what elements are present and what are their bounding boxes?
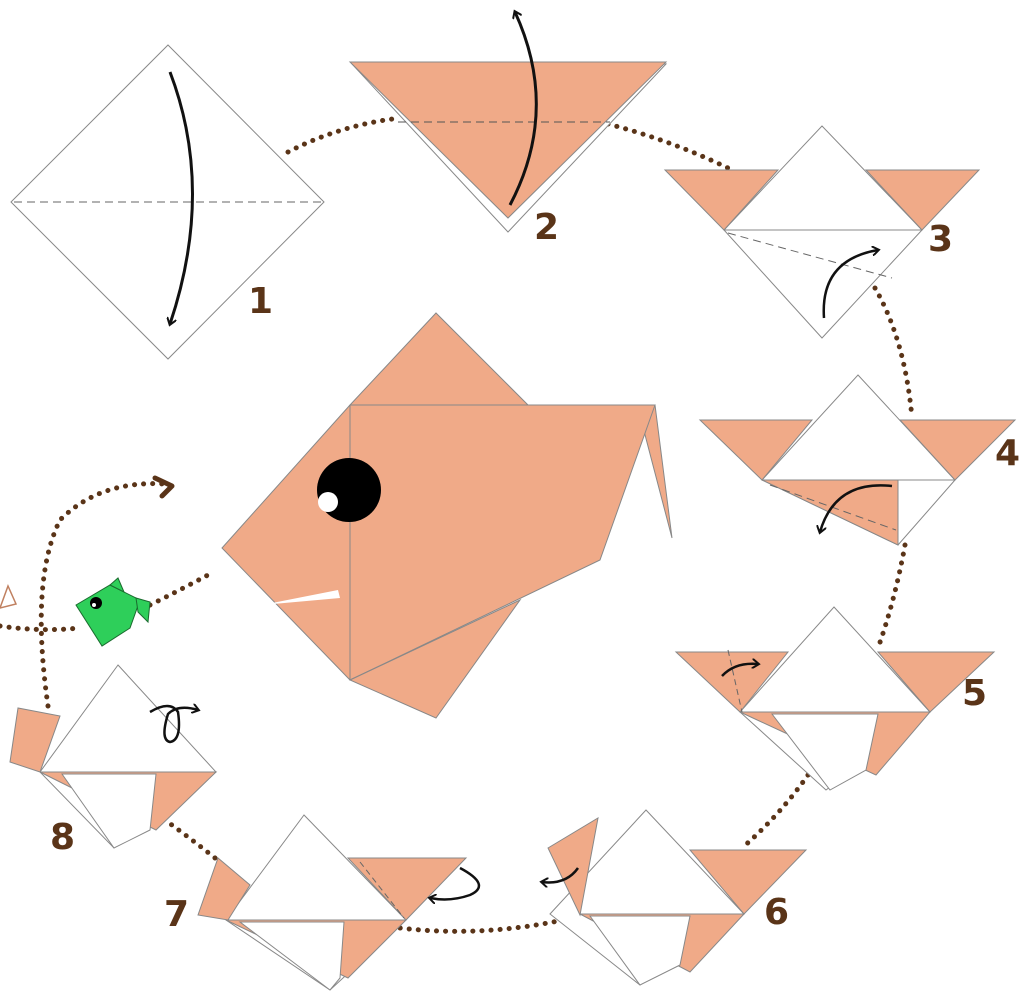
flip-over-loop-icon [149, 706, 198, 744]
dotted-connector-path [0, 115, 915, 934]
step-3-diagram [663, 125, 981, 339]
step-number-6: 6 [764, 892, 790, 933]
step-number-2: 2 [534, 207, 560, 248]
pointer-mark-icon [152, 475, 175, 499]
step-1-diagram [10, 44, 325, 360]
step-number-4: 4 [995, 433, 1019, 474]
fold-arrow-icon [820, 484, 893, 532]
step-number-1: 1 [248, 281, 274, 322]
step-6-diagram [542, 809, 808, 986]
fold-arrow-icon [542, 867, 580, 882]
finished-goldfish-model [221, 312, 673, 719]
step-7-diagram [197, 814, 481, 991]
fold-arrow-icon [721, 664, 758, 677]
partial-arrow-icon [0, 583, 18, 609]
small-green-fish-icon [75, 577, 151, 647]
step-5-diagram [674, 606, 996, 791]
fold-arrow-icon [430, 866, 481, 899]
fish-eye [317, 458, 381, 522]
fold-arrow-icon [508, 12, 538, 206]
fold-arrow-icon [170, 71, 194, 324]
fish-eye-highlight [318, 492, 338, 512]
fold-arrow-icon [822, 250, 878, 319]
step-2-diagram [348, 12, 668, 233]
step-8-diagram [9, 664, 218, 849]
step-number-7: 7 [164, 894, 190, 935]
step-number-5: 5 [962, 673, 988, 714]
step-number-8: 8 [50, 817, 76, 858]
step-4-diagram [698, 374, 1017, 546]
step-number-3: 3 [928, 219, 954, 260]
